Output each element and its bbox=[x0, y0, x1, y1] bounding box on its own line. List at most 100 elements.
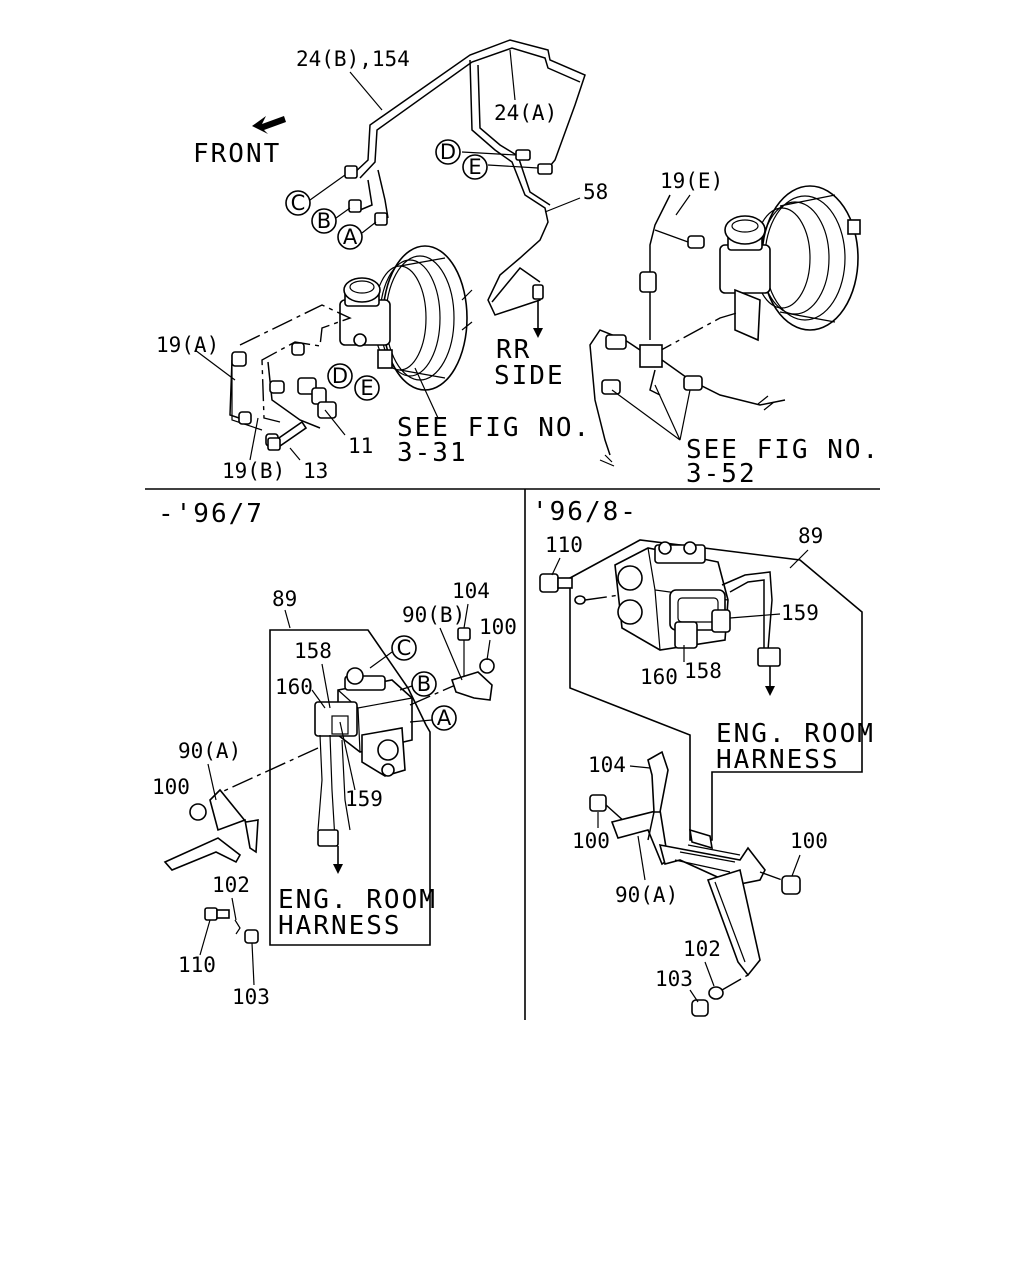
svg-text:C: C bbox=[291, 191, 306, 215]
circle-e-mid bbox=[354, 375, 380, 401]
right-label-110: 110 bbox=[545, 533, 583, 557]
left-range-label: -'96/7 bbox=[158, 499, 264, 529]
label-24b-154: 24(B),154 bbox=[296, 47, 410, 71]
left-label-158: 158 bbox=[294, 639, 332, 663]
front-label: FRONT bbox=[193, 139, 281, 169]
label-19a: 19(A) bbox=[156, 333, 219, 357]
right-label-100-left: 100 bbox=[572, 829, 610, 853]
left-label-103: 103 bbox=[232, 985, 270, 1009]
top-section: FRONT 24(B),154 24(A) C bbox=[156, 39, 880, 489]
right-label-100-right: 100 bbox=[790, 829, 828, 853]
label-19b: 19(B) bbox=[222, 459, 285, 483]
svg-text:A: A bbox=[343, 225, 358, 249]
side-label: SIDE bbox=[494, 361, 565, 391]
left-label-100-top: 100 bbox=[479, 615, 517, 639]
svg-text:E: E bbox=[360, 376, 373, 400]
label-24a: 24(A) bbox=[494, 101, 557, 125]
right-panel: '96/8- 89 110 159 bbox=[532, 497, 875, 1017]
label-58: 58 bbox=[583, 180, 608, 204]
nut-103-right bbox=[691, 999, 709, 1017]
bracket-90b bbox=[450, 671, 493, 701]
right-label-104: 104 bbox=[588, 753, 626, 777]
svg-text:D: D bbox=[332, 364, 348, 388]
right-label-159: 159 bbox=[781, 601, 819, 625]
abs-unit-right bbox=[614, 541, 731, 651]
svg-text:C: C bbox=[397, 636, 412, 660]
front-arrow-icon bbox=[252, 116, 286, 134]
left-label-110: 110 bbox=[178, 953, 216, 977]
left-harness-label-1: ENG. ROOM bbox=[278, 885, 437, 915]
circle-c-top bbox=[285, 190, 311, 216]
nut-100-right-right bbox=[781, 875, 801, 895]
rr-arrow-icon bbox=[533, 328, 543, 338]
right-harness-arrow-icon bbox=[765, 686, 775, 696]
reservoir-cap-left bbox=[343, 277, 381, 303]
bolt-110-right bbox=[539, 573, 559, 593]
nut-100-left-top bbox=[479, 658, 495, 674]
svg-text:A: A bbox=[437, 706, 452, 730]
circle-d-mid bbox=[327, 363, 353, 389]
circle-a-left bbox=[431, 705, 457, 731]
fittings-19 bbox=[231, 342, 337, 447]
circle-a-top bbox=[337, 224, 363, 250]
right-label-160: 160 bbox=[640, 665, 678, 689]
right-label-102: 102 bbox=[683, 937, 721, 961]
left-harness-box bbox=[269, 629, 431, 946]
right-label-158: 158 bbox=[684, 659, 722, 683]
fig-number-3-52: 3-52 bbox=[686, 459, 757, 489]
left-label-102: 102 bbox=[212, 873, 250, 897]
rr-label: RR bbox=[496, 335, 531, 365]
circle-b-left bbox=[411, 671, 437, 697]
left-label-90a: 90(A) bbox=[178, 739, 241, 763]
connector-159 bbox=[711, 609, 731, 633]
left-harness-arrow-icon bbox=[333, 864, 343, 874]
valve-11 bbox=[317, 401, 337, 419]
nut-100-left bbox=[189, 803, 207, 821]
left-label-160: 160 bbox=[275, 675, 313, 699]
bolt-104-left bbox=[457, 627, 471, 641]
circle-c-left bbox=[391, 635, 417, 661]
svg-text:B: B bbox=[417, 672, 431, 696]
right-range-label: '96/8- bbox=[532, 497, 638, 527]
master-cylinder-right bbox=[719, 244, 771, 294]
circle-d-top bbox=[435, 139, 461, 165]
left-label-90b: 90(B) bbox=[402, 603, 465, 627]
circle-b-top bbox=[311, 208, 337, 234]
connector-158 bbox=[674, 621, 698, 649]
left-label-104: 104 bbox=[452, 579, 490, 603]
bracket-90a-right bbox=[610, 809, 766, 977]
left-harness-label-2: HARNESS bbox=[278, 911, 402, 941]
circle-e-top bbox=[462, 154, 488, 180]
brake-booster-right bbox=[719, 185, 861, 342]
abs-unit-left bbox=[314, 667, 413, 841]
fig-number-3-31: 3-31 bbox=[397, 438, 468, 468]
right-label-90a: 90(A) bbox=[615, 883, 678, 907]
washer-102-right bbox=[708, 986, 724, 1000]
label-11: 11 bbox=[348, 434, 373, 458]
right-connector bbox=[757, 647, 781, 667]
right-label-103: 103 bbox=[655, 967, 693, 991]
brake-line-24b bbox=[351, 39, 586, 176]
svg-text:E: E bbox=[468, 155, 481, 179]
relay-160 bbox=[314, 701, 358, 737]
right-label-89: 89 bbox=[798, 524, 823, 548]
nut-103-left bbox=[244, 929, 259, 944]
left-panel: -'96/7 89 158 160 159 C bbox=[152, 499, 517, 1009]
see-fig-label-1: SEE FIG NO. bbox=[397, 413, 591, 443]
bracket-90a-left bbox=[209, 788, 259, 854]
left-label-159: 159 bbox=[345, 787, 383, 811]
right-harness-box bbox=[569, 539, 863, 841]
left-label-89: 89 bbox=[272, 587, 297, 611]
svg-text:D: D bbox=[440, 140, 456, 164]
reservoir-cap-right bbox=[724, 215, 766, 245]
bolt-104-right bbox=[647, 750, 669, 813]
see-fig-label-2: SEE FIG NO. bbox=[686, 435, 880, 465]
nut-100-right-left bbox=[589, 794, 607, 812]
right-harness-label-1: ENG. ROOM bbox=[716, 719, 875, 749]
left-connector bbox=[317, 829, 339, 847]
svg-text:B: B bbox=[317, 209, 331, 233]
junction-block bbox=[639, 344, 663, 368]
brake-booster-left bbox=[339, 245, 473, 391]
label-19e: 19(E) bbox=[660, 169, 723, 193]
